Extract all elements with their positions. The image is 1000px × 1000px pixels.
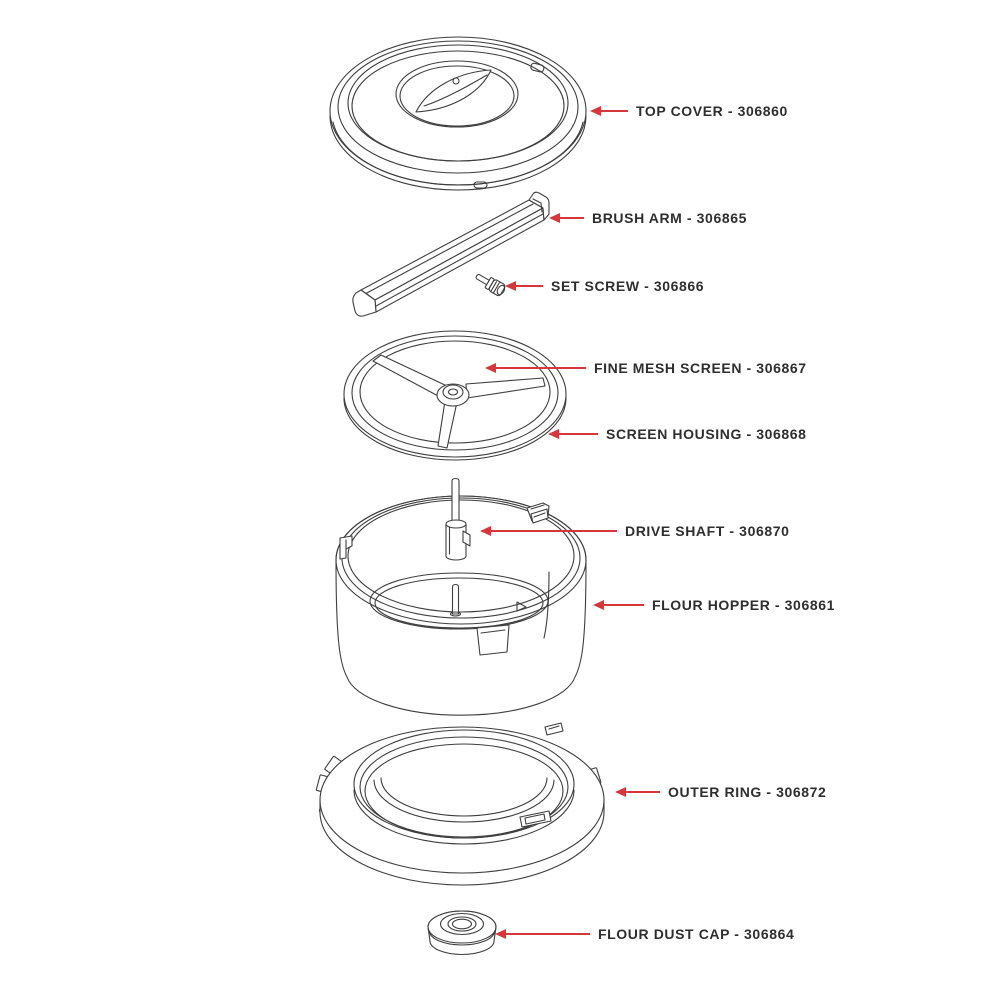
top-cover-drawing [329,36,587,191]
arrow-icon [516,284,543,288]
part-label-flour-hopper: FLOUR HOPPER - 306861 [593,597,835,613]
arrow-icon [496,366,586,370]
arrow-icon [626,790,660,794]
part-label-top-cover: TOP COVER - 306860 [590,103,788,119]
part-label-outer-ring: OUTER RING - 306872 [615,784,826,800]
brush-arm-drawing [352,191,550,317]
part-label-text: BRUSH ARM - 306865 [592,210,747,226]
fine-mesh-screen-drawing [343,330,567,461]
outer-ring-drawing [315,722,605,886]
set-screw-drawing [475,274,506,297]
arrow-icon [601,109,628,113]
part-label-text: SET SCREW - 306866 [551,278,705,294]
arrow-icon [604,603,644,607]
part-label-text: FLOUR HOPPER - 306861 [652,597,835,613]
part-label-text: DRIVE SHAFT - 306870 [625,523,790,539]
part-label-screen-housing: SCREEN HOUSING - 306868 [548,426,807,442]
part-label-text: OUTER RING - 306872 [668,784,827,800]
part-label-brush-arm: BRUSH ARM - 306865 [549,210,747,226]
arrow-icon [559,432,598,436]
part-label-text: SCREEN HOUSING - 306868 [606,426,807,442]
flour-hopper-drawing [335,495,587,716]
part-label-fine-mesh-screen: FINE MESH SCREEN - 306867 [485,360,807,376]
part-label-text: FLOUR DUST CAP - 306864 [598,926,795,942]
part-label-set-screw: SET SCREW - 306866 [505,278,704,294]
arrow-icon [491,529,617,533]
arrow-icon [560,216,584,220]
part-label-text: TOP COVER - 306860 [636,103,788,119]
flour-dust-cap-drawing [427,910,497,956]
arrow-icon [506,932,590,936]
part-label-drive-shaft: DRIVE SHAFT - 306870 [480,523,790,539]
drive-shaft-drawing [445,477,471,561]
part-label-text: FINE MESH SCREEN - 306867 [594,360,807,376]
part-label-flour-dust-cap: FLOUR DUST CAP - 306864 [495,926,794,942]
